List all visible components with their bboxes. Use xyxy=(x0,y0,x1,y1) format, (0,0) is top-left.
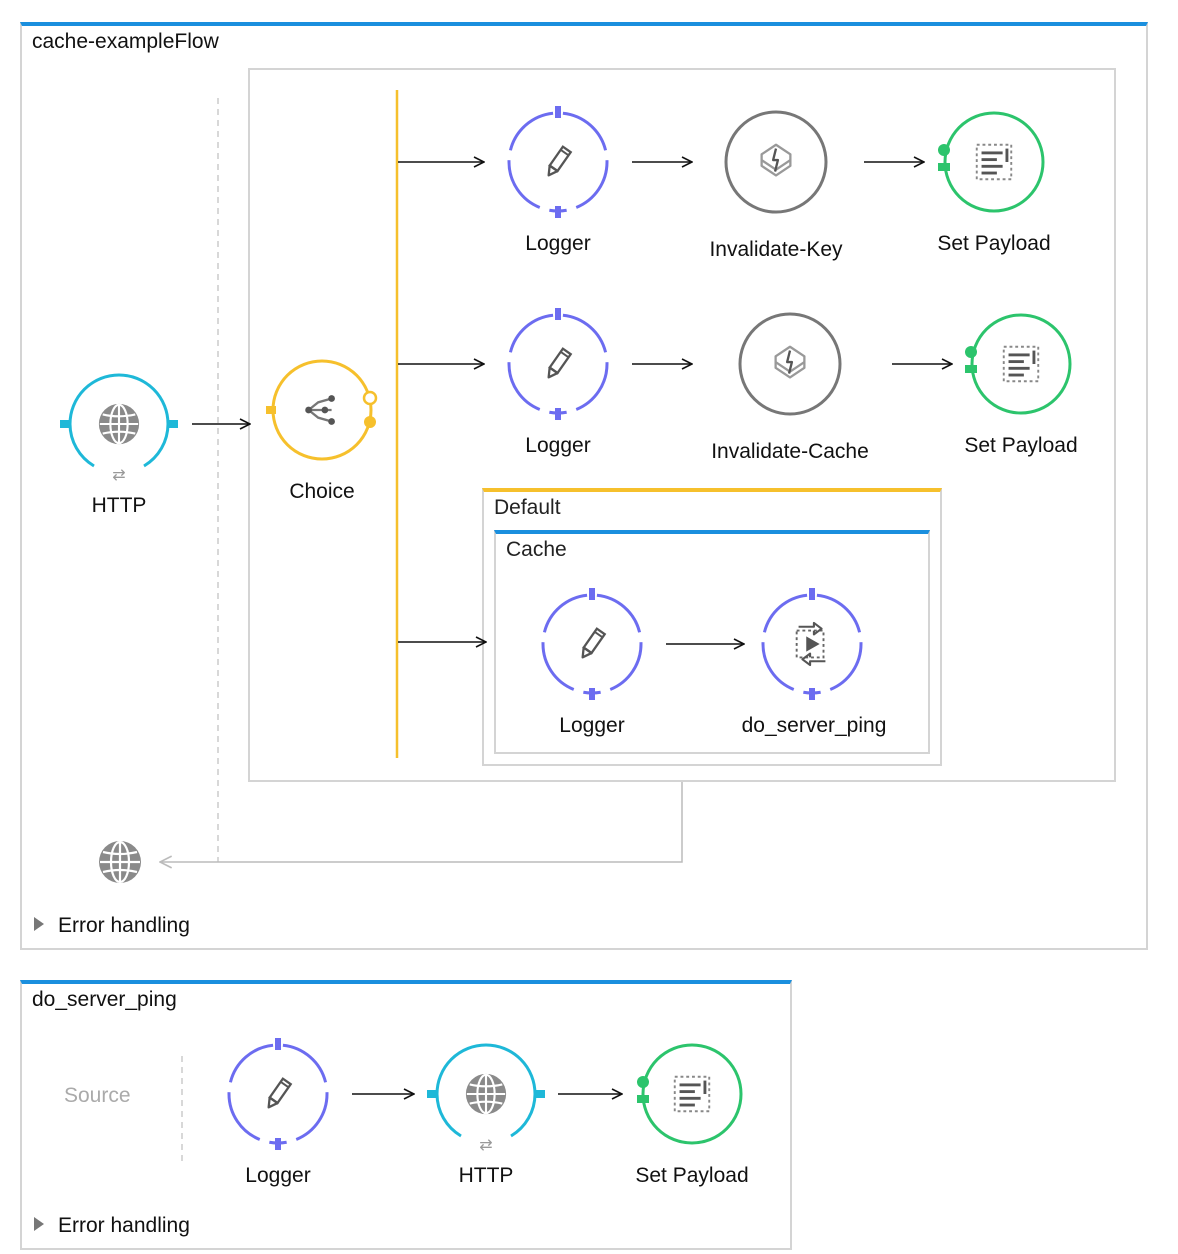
pencil-icon xyxy=(263,1077,292,1112)
globe-icon xyxy=(97,402,141,446)
payload-icon xyxy=(673,1075,711,1113)
node-label: Logger xyxy=(525,434,591,457)
error-handling-toggle[interactable]: Error handling xyxy=(34,1214,190,1238)
logger-node[interactable] xyxy=(507,308,609,420)
node-label: Set Payload xyxy=(964,434,1078,457)
node-label: Logger xyxy=(245,1164,311,1187)
node-label: do_server_ping xyxy=(741,714,887,737)
payload-icon xyxy=(975,143,1013,181)
http-listener-node[interactable]: ⇄ xyxy=(60,373,178,484)
default-route-label: Default xyxy=(494,496,561,519)
error-handling-label: Error handling xyxy=(58,914,190,937)
pencil-icon xyxy=(577,627,606,662)
cache-invalidate-icon xyxy=(760,143,792,177)
invalidate-key-node[interactable] xyxy=(724,110,828,214)
cache-scope-label: Cache xyxy=(506,538,567,561)
set-payload-node[interactable] xyxy=(938,111,1045,213)
flow-do_server_ping[interactable] xyxy=(20,980,792,1250)
flow-reference-node[interactable] xyxy=(761,588,863,700)
node-label: Set Payload xyxy=(635,1164,749,1187)
payload-icon xyxy=(1002,345,1040,383)
set-payload-node[interactable] xyxy=(965,313,1072,415)
http-request-node[interactable]: ⇄ xyxy=(427,1043,545,1154)
svg-text:⇄: ⇄ xyxy=(112,465,125,484)
flow-title: cache-exampleFlow xyxy=(32,30,219,53)
node-label: Invalidate-Key xyxy=(709,238,843,261)
globe-icon xyxy=(97,839,143,885)
node-label: Logger xyxy=(559,714,625,737)
svg-text:⇄: ⇄ xyxy=(479,1135,492,1154)
logger-node[interactable] xyxy=(541,588,643,700)
globe-icon xyxy=(464,1072,508,1116)
node-label: HTTP xyxy=(91,494,147,517)
logger-node[interactable] xyxy=(227,1038,329,1150)
error-handling-label: Error handling xyxy=(58,1214,190,1237)
cache-scope-box[interactable] xyxy=(494,530,930,754)
node-label: HTTP xyxy=(458,1164,514,1187)
set-payload-node[interactable] xyxy=(637,1043,743,1145)
cache-invalidate-icon xyxy=(774,345,806,379)
node-label: Choice xyxy=(289,480,355,503)
flow-title: do_server_ping xyxy=(32,988,177,1011)
choice-router-node[interactable] xyxy=(266,359,378,461)
node-label: Logger xyxy=(525,232,591,255)
flow-ref-icon xyxy=(795,621,827,667)
node-label: Set Payload xyxy=(937,232,1051,255)
expand-triangle-icon xyxy=(34,1217,44,1231)
source-placeholder[interactable]: Source xyxy=(64,1084,131,1107)
node-label: Invalidate-Cache xyxy=(711,440,869,463)
pencil-icon xyxy=(543,145,572,180)
logger-node[interactable] xyxy=(507,106,609,218)
error-handling-toggle[interactable]: Error handling xyxy=(34,914,190,938)
expand-triangle-icon xyxy=(34,917,44,931)
invalidate-cache-node[interactable] xyxy=(738,312,842,416)
choice-icon xyxy=(304,393,337,427)
pencil-icon xyxy=(543,347,572,382)
